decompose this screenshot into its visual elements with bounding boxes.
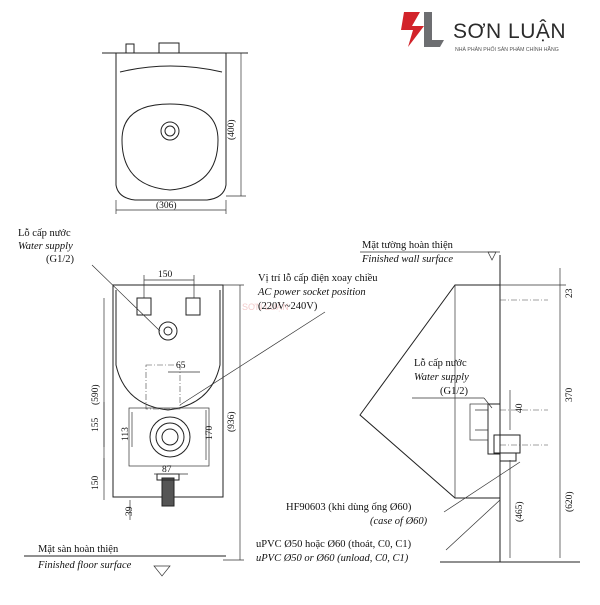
top-bowl <box>121 103 219 191</box>
front-supply-label-size: (G1/2) <box>46 254 74 265</box>
front-view: 150 65 (590) 155 113 170 (936) 150 87 39… <box>18 228 378 577</box>
trap-label-en: (case of Ø60) <box>370 516 428 527</box>
side-trap-elbow <box>493 434 521 454</box>
side-body-outline <box>359 284 500 499</box>
dim-113: 113 <box>121 427 131 441</box>
top-body-outline <box>115 53 227 201</box>
ac-socket-box <box>145 364 181 410</box>
top-inlet-fitting <box>125 43 135 54</box>
top-drain-outer <box>160 121 180 141</box>
dim-170: 170 <box>205 426 215 441</box>
front-trap-frame <box>128 407 210 467</box>
front-floor-label-vi: Mặt sàn hoàn thiện <box>38 544 119 555</box>
brand-logo: SƠN LUẬN NHÀ PHÂN PHỐI SẢN PHẨM CHÍNH HÃ… <box>401 12 566 53</box>
trap-label-vi: HF90603 (khi dùng ống Ø60) <box>286 502 412 513</box>
front-floor-label-en: Finished floor surface <box>37 560 132 571</box>
dim-155: 155 <box>91 418 101 433</box>
front-outlet-mid <box>155 422 185 452</box>
brand-tagline: NHÀ PHÂN PHỐI SẢN PHẨM CHÍNH HÃNG <box>455 46 559 53</box>
side-supply-label-vi: Lỗ cấp nước <box>414 358 467 369</box>
front-outlet-inner <box>161 428 179 446</box>
logo-l-mark-icon <box>424 12 444 47</box>
front-outlet-outer <box>149 416 191 458</box>
dim-87: 87 <box>162 465 172 475</box>
dim-40: 40 <box>515 403 525 413</box>
side-view: Mặt tường hoàn thiện Finished wall surfa… <box>256 240 580 564</box>
power-label-en: AC power socket position <box>257 287 366 298</box>
power-label-vi: Vị trí lỗ cấp điện xoay chiều <box>258 273 378 284</box>
side-supply-fitting <box>469 403 489 441</box>
dim-936: (936) <box>226 411 237 432</box>
dim-23: 23 <box>565 288 575 298</box>
top-rear-fitting <box>158 42 180 54</box>
top-view: (306) (400) <box>102 42 248 214</box>
pipe-leader <box>445 499 501 551</box>
front-right-bracket <box>185 297 201 316</box>
dim-39: 39 <box>125 506 135 516</box>
power-leader <box>179 311 326 406</box>
wall-marker-icon <box>487 251 497 261</box>
top-width-label: (306) <box>156 200 177 211</box>
wall-label-en: Finished wall surface <box>361 254 453 265</box>
dim-465: (465) <box>514 501 525 522</box>
front-supply-label-en: Water supply <box>18 241 73 252</box>
side-supply-label-size: (G1/2) <box>440 386 468 397</box>
dim-65: 65 <box>176 361 186 371</box>
dim-370: 370 <box>565 388 575 403</box>
pipe-label-en: uPVC Ø50 or Ø60 (unload, C0, C1) <box>256 553 409 564</box>
wall-label-vi: Mặt tường hoàn thiện <box>362 240 454 251</box>
front-supply-port <box>158 321 178 341</box>
top-rim-curve <box>119 65 223 73</box>
front-left-bracket <box>136 297 152 316</box>
front-supply-label-vi: Lỗ cấp nước <box>18 228 71 239</box>
trap-leader <box>443 461 521 513</box>
power-label-volt: (220V~240V) <box>258 301 318 312</box>
top-drain-inner <box>164 125 176 137</box>
dim-150-bottom: 150 <box>91 476 101 491</box>
brand-name: SƠN LUẬN <box>453 20 566 43</box>
front-drain-pipe <box>161 477 175 507</box>
side-supply-label-en: Water supply <box>414 372 469 383</box>
front-bowl-curve <box>115 290 221 411</box>
pipe-label-vi: uPVC Ø50 hoặc Ø60 (thoát, C0, C1) <box>256 539 412 550</box>
dim-150-top: 150 <box>158 270 173 280</box>
dim-620: (620) <box>564 491 575 512</box>
watermark-text: SƠN LUẬN <box>242 302 289 312</box>
top-depth-label: (400) <box>226 119 237 140</box>
logo-s-mark-icon <box>401 12 424 47</box>
dim-590: (590) <box>90 384 101 405</box>
front-floor-marker-icon <box>153 565 171 577</box>
front-supply-leader <box>91 264 161 332</box>
